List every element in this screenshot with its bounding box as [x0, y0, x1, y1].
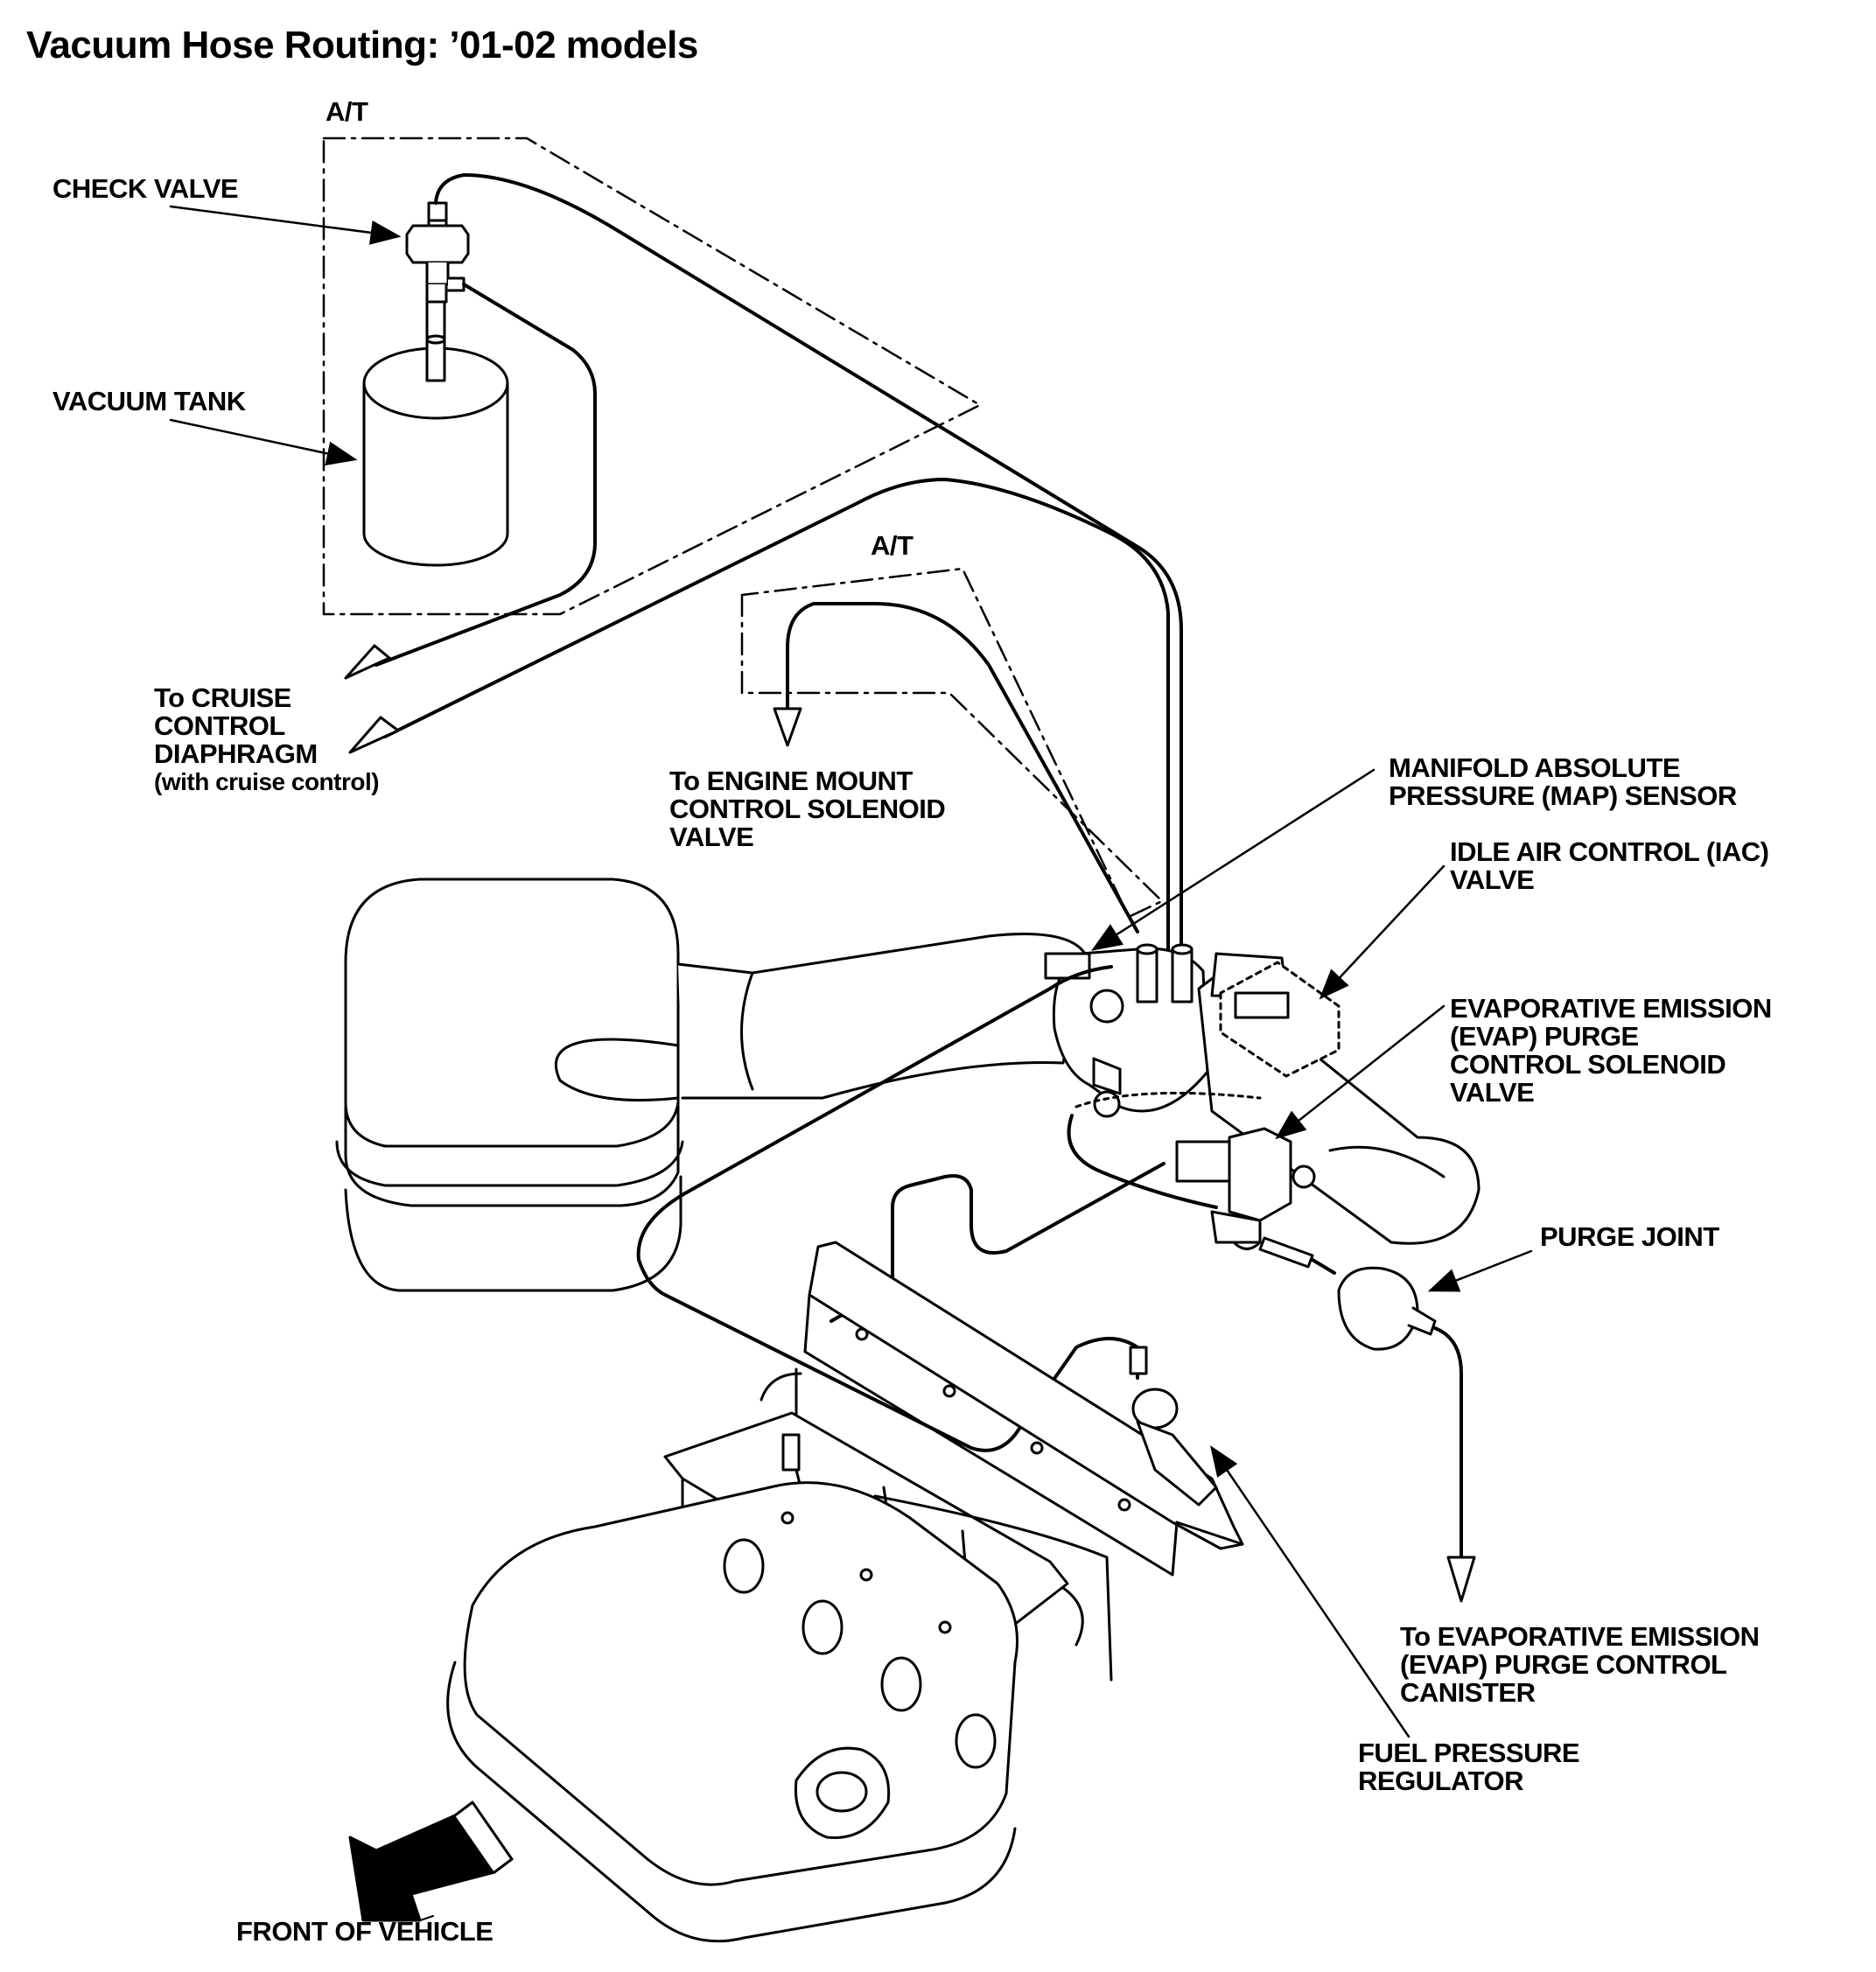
label-line: VALVE [1450, 1077, 1535, 1108]
cruise-arrow-upper [344, 644, 391, 680]
label-line: MANIFOLD ABSOLUTE [1389, 752, 1681, 783]
label-check-valve: CHECK VALVE [52, 173, 239, 204]
label-line: DIAPHRAGM [154, 738, 318, 769]
vacuum-tank [362, 300, 509, 567]
leader-iac-valve [1319, 864, 1446, 1000]
hose-purge-to-canister [1433, 1326, 1463, 1559]
hose-tank-to-cruise [374, 283, 597, 667]
label-cruise-control: To CRUISE CONTROL DIAPHRAGM (with cruise… [154, 682, 380, 796]
purge-joint [1258, 1236, 1437, 1351]
label-line: VALVE [1450, 864, 1535, 895]
label-front-of-vehicle: FRONT OF VEHICLE [236, 1916, 494, 1947]
label-line: EVAPORATIVE EMISSION [1450, 993, 1772, 1024]
leader-regulator [1210, 1445, 1410, 1738]
upper-at-boundary [322, 136, 982, 616]
label-evap-purge-valve: EVAPORATIVE EMISSION (EVAP) PURGE CONTRO… [1450, 995, 1772, 1107]
engine-mount-arrow [773, 707, 802, 747]
label-line: PRESSURE (MAP) SENSOR [1389, 780, 1737, 811]
throttle-body [1044, 947, 1209, 1118]
page-title: Vacuum Hose Routing: ’01-02 models [26, 24, 698, 66]
label-line: FUEL PRESSURE [1358, 1738, 1580, 1768]
map-sensor [1136, 943, 1194, 1003]
label-fuel-pressure-regulator: FUEL PRESSURE REGULATOR [1358, 1738, 1580, 1796]
label-line: (EVAP) PURGE CONTROL [1400, 1649, 1727, 1680]
front-of-vehicle-arrow [348, 1801, 514, 1922]
label-line: CONTROL [154, 710, 285, 741]
label-line: (EVAP) PURGE [1450, 1021, 1639, 1052]
label-line: IDLE AIR CONTROL (IAC) [1450, 836, 1769, 867]
leader-check-valve [169, 205, 402, 245]
label-engine-mount: To ENGINE MOUNT CONTROL SOLENOID VALVE [669, 766, 946, 852]
leader-purge-joint [1427, 1249, 1533, 1292]
leader-map-sensor [1091, 768, 1376, 951]
label-line: REGULATOR [1358, 1766, 1523, 1796]
label-line: CONTROL SOLENOID [1450, 1049, 1726, 1080]
label-vacuum-tank: VACUUM TANK [52, 386, 246, 416]
intake-duct [554, 933, 1087, 1101]
cylinder-head-cover [446, 1481, 1018, 1943]
label-line: To ENGINE MOUNT [669, 766, 913, 796]
check-valve [405, 201, 470, 304]
label-line: To EVAPORATIVE EMISSION [1400, 1621, 1760, 1652]
hose-intake-to-cruise [383, 478, 1170, 982]
hose-engine-mount [786, 602, 1139, 934]
label-at-lower: A/T [871, 530, 914, 561]
iac-valve [1219, 961, 1340, 1078]
evap-purge-solenoid [1074, 1091, 1292, 1250]
leader-evap-solenoid [1275, 1004, 1446, 1140]
hose-map-to-regulator [636, 965, 1139, 1452]
hose-rail-to-manifold [760, 1367, 802, 1419]
label-iac-valve: IDLE AIR CONTROL (IAC) VALVE [1450, 836, 1769, 895]
hose-throttle-to-solenoid [1067, 1114, 1218, 1209]
label-line: VALVE [669, 822, 754, 852]
label-line: CANISTER [1400, 1677, 1536, 1708]
lower-at-boundary [740, 567, 1164, 919]
fuel-rail [803, 1241, 1244, 1577]
canister-arrow [1446, 1556, 1476, 1603]
fuel-pressure-regulator [1129, 1346, 1218, 1507]
label-purge-joint: PURGE JOINT [1540, 1221, 1719, 1252]
label-map-sensor: MANIFOLD ABSOLUTE PRESSURE (MAP) SENSOR [1389, 754, 1737, 810]
cruise-arrow-lower [348, 716, 400, 754]
label-line: To CRUISE [154, 682, 291, 713]
label-line: CONTROL SOLENOID [669, 794, 946, 824]
label-evap-canister: To EVAPORATIVE EMISSION (EVAP) PURGE CON… [1400, 1621, 1760, 1708]
hose-solenoid-to-rail [830, 1162, 1166, 1323]
leader-vacuum-tank [169, 418, 358, 466]
label-at-upper: A/T [326, 96, 368, 127]
air-cleaner [335, 878, 684, 1292]
label-line: (with cruise control) [154, 768, 380, 795]
hose-checkvalve-to-intake [434, 173, 1183, 990]
